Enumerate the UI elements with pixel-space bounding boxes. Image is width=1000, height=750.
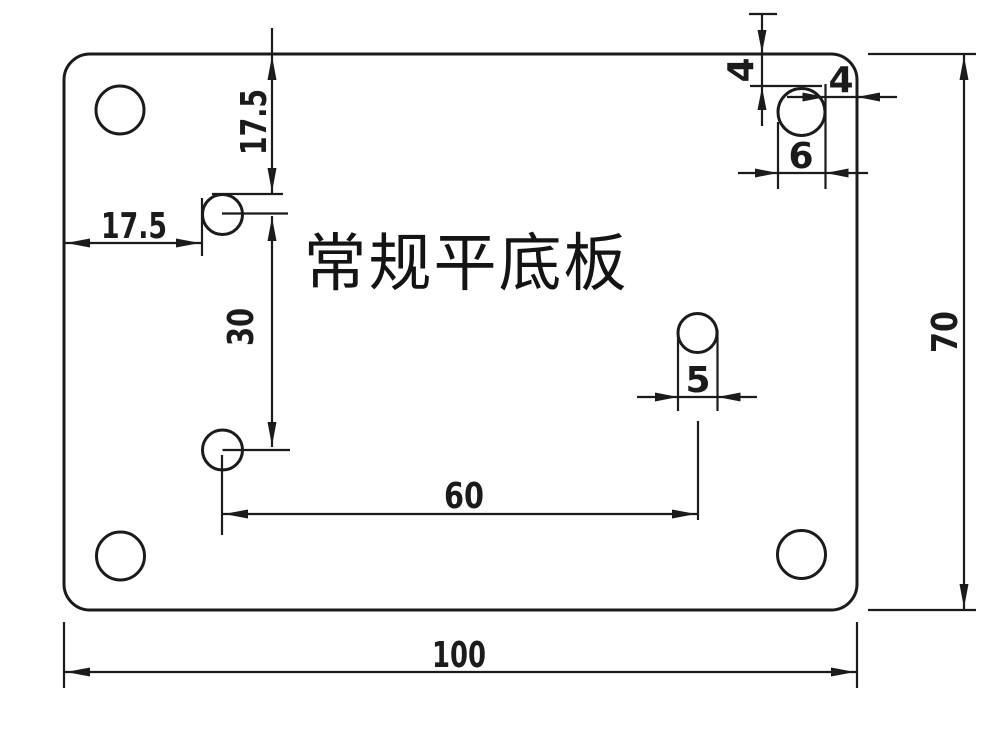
arrowhead-left [857,92,880,102]
arrowhead-down [757,30,767,53]
arrowhead-down [267,422,277,446]
arrowhead-right [802,92,826,102]
dim-top-offset: 17.5 [212,28,288,215]
plate-outline [62,52,859,612]
dim-corner-hole-top-offset: 4 [721,12,822,126]
dim-label-plate-width: 100 [432,635,486,676]
arrowhead-down [959,584,969,608]
arrowhead-left [717,392,741,402]
hole-middle-right [676,312,719,354]
arrowhead-up [267,56,277,80]
hole-bottom-right [776,529,827,580]
arrowhead-left [66,238,90,248]
dim-middle-hole-diameter: 5 [637,330,757,411]
arrowhead-right [655,392,678,402]
dim-label-corner-right-offset: 4 [828,60,853,101]
arrowhead-left [825,168,849,178]
dim-corner-hole-diameter: 6 [738,84,868,189]
dim-label-plate-height: 70 [925,311,966,353]
dim-label-corner-hole-diameter: 6 [788,136,813,177]
arrowhead-left [224,509,248,519]
arrowhead-right [672,509,696,519]
dim-left-offset: 17.5 [64,198,204,256]
dim-plate-height: 70 [868,52,976,612]
dim-hole-vertical-spacing: 30 [220,216,290,535]
arrowhead-up [757,87,767,110]
hole-top-left [94,84,146,136]
dim-label-horizontal-spacing: 60 [444,476,484,517]
arrowhead-down [267,168,277,192]
drawing-title: 常规平底板 [304,227,629,300]
dim-label-middle-hole-diameter: 5 [685,360,710,401]
arrowhead-up [959,56,969,80]
arrowhead-right [176,238,200,248]
dim-label-top-offset: 17.5 [234,89,275,155]
arrowhead-right [755,168,778,178]
arrowhead-up [267,217,277,241]
arrowhead-right [831,667,855,677]
dim-hole-horizontal-spacing: 60 [222,421,700,520]
dim-label-vertical-spacing: 30 [221,308,262,346]
dim-plate-width: 100 [62,622,859,688]
arrowhead-left [66,667,90,677]
dim-label-corner-top-offset: 4 [721,57,762,82]
hole-bottom-left [95,530,146,582]
dim-label-left-offset: 17.5 [101,206,167,247]
dim-corner-hole-right-offset: 4 [787,60,897,102]
